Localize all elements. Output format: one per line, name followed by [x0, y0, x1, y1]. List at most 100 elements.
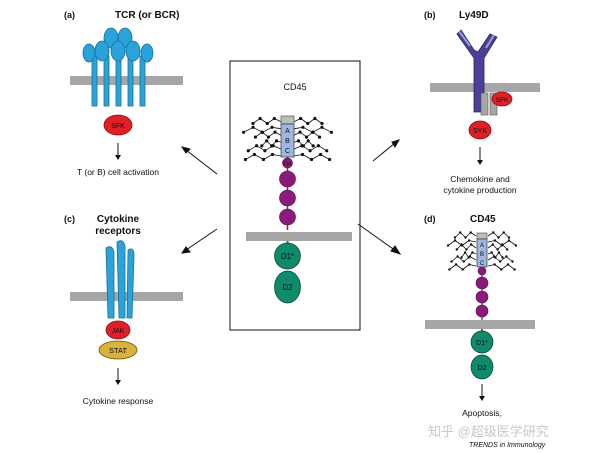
glycan-branch: [465, 232, 472, 238]
cd45-d1: [274, 242, 301, 270]
glycan-branch: [302, 126, 313, 133]
panel-a-title: TCR (or BCR): [115, 10, 179, 21]
cd45-d-cap: [476, 232, 488, 240]
panel-d: (d) CD45 A B C D1* D2 Apoptosis,: [424, 214, 535, 418]
glycan-branch: [507, 264, 515, 270]
glycan-sugar: [329, 130, 334, 134]
panel-c-letter: (c): [64, 214, 75, 224]
glycan-sugar: [311, 144, 315, 148]
glycan-branch: [318, 145, 327, 152]
panel-b-letter: (b): [424, 10, 436, 20]
glycan-branch: [263, 154, 273, 160]
cd45-domain-b: B: [285, 138, 290, 145]
syk-kinase-label: SYK: [473, 128, 487, 135]
glycan-sugar: [446, 244, 450, 247]
glycan-branch: [447, 240, 456, 246]
glycan-branch: [264, 145, 274, 152]
panel-c-title-1: Cytokine: [97, 214, 140, 225]
glycan-sugar: [317, 135, 322, 139]
ly49d-receptor: [456, 29, 498, 113]
panel-b: (b) Ly49D SFK SYK Chemokine and cytokine…: [424, 10, 540, 195]
glycan-sugar: [251, 121, 255, 126]
glycan-sugar: [327, 157, 332, 162]
syk-kinase: [468, 120, 492, 140]
glycan-branch: [503, 232, 510, 238]
panel-b-outcome-2: cytokine production: [443, 185, 517, 195]
cd45-d1-label: D1*: [281, 252, 294, 261]
glycan-sugar: [320, 121, 324, 126]
panel-d-outcome-1: Apoptosis,: [462, 408, 502, 418]
center-membrane: [246, 232, 352, 241]
glycan-branch: [506, 256, 513, 262]
cd45-d-d1-label: D1*: [476, 340, 488, 347]
cd45-cys-label: Cys: [283, 161, 292, 167]
glycan-branch: [454, 232, 461, 238]
glycan-branch: [311, 154, 321, 160]
glycan-branch: [461, 240, 470, 246]
panel-a-letter: (a): [64, 10, 75, 20]
glycan-branch: [501, 264, 509, 270]
glycan-branch: [508, 240, 517, 246]
glycan-branch: [243, 126, 254, 133]
panel-a: (a) TCR (or BCR) SFK T (or B) cell activ…: [64, 10, 183, 177]
glycan-sugar: [243, 157, 248, 162]
sfk-kinase-label: SFK: [111, 123, 125, 130]
watermark-text: 知乎 @超级医学研究: [428, 424, 549, 439]
glycan-branch: [457, 256, 465, 262]
cd45-cap: [280, 115, 295, 125]
sfk-kinase-b-label: SFK: [496, 97, 509, 104]
glycan-sugar: [514, 244, 518, 247]
glycan-branch: [449, 264, 457, 270]
journal-credit: TRENDS in Immunology: [469, 442, 546, 449]
glycan-sugar: [260, 144, 264, 148]
cd45-fibronectin-domains: [279, 157, 296, 226]
connector-arrows: [180, 139, 402, 255]
glycan-branch: [254, 154, 264, 160]
glycan-sugar: [455, 248, 458, 251]
glycan-branch: [256, 145, 266, 152]
glycan-branch: [498, 232, 505, 238]
cd45-d-fibronectin-domains: [475, 266, 489, 318]
panel-c-membrane: [70, 292, 183, 301]
cd45-d-domain-c: C: [480, 261, 485, 267]
glycan-branch: [245, 154, 255, 160]
tcr-receptor: [82, 27, 154, 107]
glycan-sugar: [507, 236, 511, 239]
panel-b-membrane: [430, 83, 540, 92]
glycan-sugar: [513, 268, 516, 271]
cd45-d-d2-label: D2: [478, 365, 487, 372]
panel-c: (c) Cytokine receptors JAK STAT Cytokine…: [64, 214, 183, 406]
glycan-sugar: [506, 248, 509, 251]
glycan-branch: [493, 256, 501, 262]
sfk-kinase: [103, 114, 133, 136]
glycan-branch: [320, 154, 330, 160]
cd45-domain-a: A: [285, 128, 290, 135]
panel-d-membrane: [425, 320, 535, 329]
cd45-d-domain-b: B: [480, 252, 484, 258]
glycan-branch: [301, 145, 311, 152]
panel-b-title: Ly49D: [459, 10, 489, 21]
panel-d-title: CD45: [470, 214, 496, 225]
jak-kinase-label: JAK: [112, 328, 125, 335]
glycan-branch: [309, 145, 319, 152]
glycan-branch: [248, 145, 257, 152]
stat-protein: [98, 340, 138, 360]
cd45-domain-c: C: [285, 148, 290, 155]
glycan-sugar: [450, 260, 453, 263]
glycan-branch: [462, 264, 470, 270]
glycan-branch: [459, 232, 466, 238]
center-cd45: CD45 A B C Cys D1* D2: [229, 60, 361, 331]
cd45-d2-label: D2: [282, 283, 293, 292]
dap12-adaptor: [480, 92, 489, 116]
glycan-sugar: [241, 130, 246, 134]
cd45-d-d1: [470, 330, 494, 354]
glycan-branch: [463, 256, 471, 262]
glycan-sugar: [511, 260, 514, 263]
center-cd45-title: CD45: [283, 82, 306, 92]
glycan-sugar: [253, 135, 258, 139]
glycan-branch: [302, 154, 312, 160]
glycosylation-sites-d: [446, 231, 518, 271]
cd45-d-d2: [470, 354, 494, 380]
